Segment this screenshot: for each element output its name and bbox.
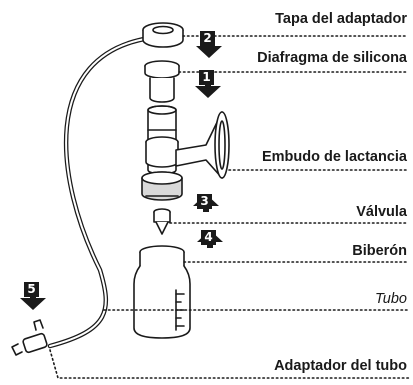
step-badge-1: 1 [199,70,214,85]
base-collar [141,171,183,201]
pump-body [145,105,179,175]
step-badge-4: 4 [201,230,216,245]
assembly-arrows [20,40,223,310]
label-silicone-diaphragm: Diafragma de silicona [257,50,407,66]
bottle [133,245,191,339]
step-badge-5: 5 [24,282,39,297]
label-adapter-cap: Tapa del adaptador [275,11,407,27]
valve [153,208,171,235]
tube-adapter [11,319,48,356]
step-badge-3: 3 [197,194,212,209]
label-tube-adapter: Adaptador del tubo [274,358,407,374]
label-tube: Tubo [375,291,407,307]
breast-funnel [175,111,230,179]
silicone-diaphragm [144,60,180,103]
label-breast-funnel: Embudo de lactancia [261,149,407,165]
adapter-cap [142,22,184,48]
label-valve: Válvula [356,204,407,220]
leader-lines [49,35,411,379]
step-badge-2: 2 [200,31,215,46]
label-bottle: Biberón [352,243,407,259]
